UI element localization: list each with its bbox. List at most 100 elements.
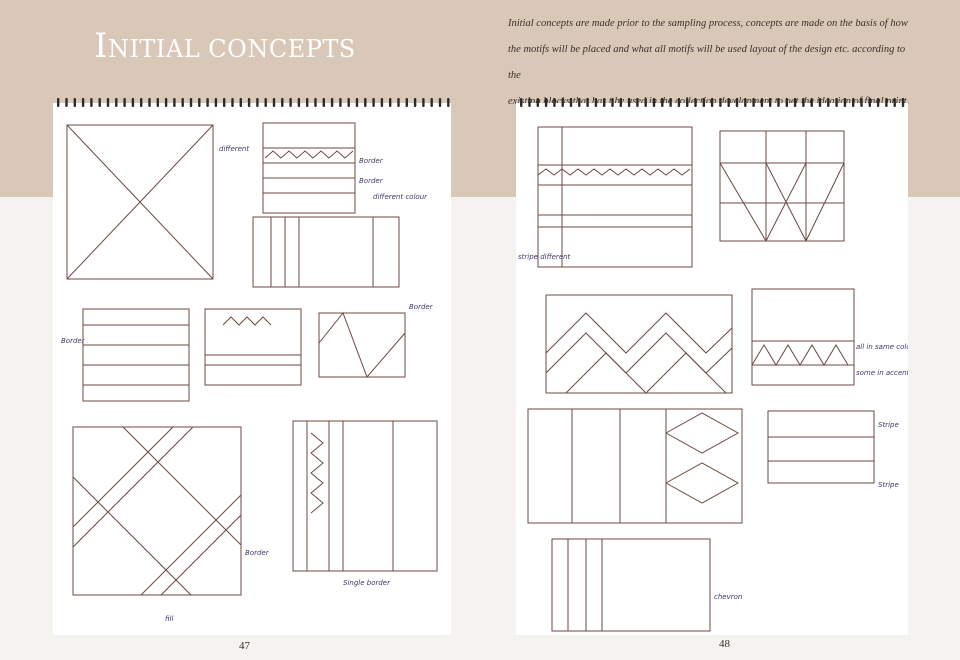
spiral-loop (661, 98, 664, 107)
page-title: INITIAL CONCEPTS (94, 26, 356, 66)
spiral-loop (347, 98, 350, 107)
spiral-loop (619, 98, 622, 107)
spiral-loop (173, 98, 176, 107)
spiral-loop (214, 98, 218, 107)
note-border-c: Border (245, 549, 270, 557)
spiral-loop (289, 98, 292, 107)
spiral-loop (702, 98, 705, 107)
spiral-loop (148, 98, 151, 107)
spiral-loop (90, 98, 93, 107)
spiral-loop (669, 98, 672, 107)
spiral-loop (131, 98, 135, 107)
spiral-loop (735, 98, 739, 107)
note-stripe: Stripe (878, 421, 899, 429)
spiral-loop (57, 98, 60, 107)
spiral-loop (239, 98, 242, 107)
spiral-loop (314, 98, 317, 107)
spiral-loop (727, 98, 730, 107)
sketch-sheet-left: different Border Border different colour… (53, 98, 451, 635)
spiral-loop (164, 98, 168, 107)
spiral-loop (644, 98, 647, 107)
spiral-loop (561, 98, 564, 107)
title-initial: I (94, 26, 108, 66)
spiral-loop (578, 98, 581, 107)
spiral-loop (430, 98, 433, 107)
spiral-loop (198, 98, 201, 107)
page-number-left: 47 (239, 640, 250, 652)
spiral-loop (206, 98, 209, 107)
intro-paragraph: Initial concepts are made prior to the s… (508, 11, 918, 115)
spiral-loop (586, 98, 589, 107)
spiral-loop (569, 98, 573, 107)
spiral-binding-left (57, 98, 450, 107)
spiral-loop (802, 98, 805, 107)
title-rest: NITIAL CONCEPTS (107, 35, 356, 63)
spiral-loop (389, 98, 392, 107)
spiral-loop (281, 98, 284, 107)
spiral-loop (115, 98, 118, 107)
spiral-loop (843, 98, 847, 107)
spiral-loop (744, 98, 747, 107)
spiral-loop (553, 98, 556, 107)
spiral-loop (520, 98, 523, 107)
spiral-loop (818, 98, 822, 107)
spiral-loop (686, 98, 689, 107)
spiral-loop (528, 98, 531, 107)
note-border-b: Border (409, 303, 434, 311)
note-border-2: Border (359, 177, 384, 185)
note-fill: fill (165, 615, 173, 623)
spiral-loop (785, 98, 788, 107)
spiral-loop (710, 98, 714, 107)
spiral-loop (247, 98, 251, 107)
spiral-loop (636, 98, 639, 107)
spiral-loop (852, 98, 855, 107)
spiral-loop (447, 98, 450, 107)
spiral-loop (901, 98, 905, 107)
spiral-loop (106, 98, 110, 107)
spiral-loop (256, 98, 259, 107)
spiral-loop (810, 98, 813, 107)
note-chevron: chevron (714, 593, 742, 601)
spiral-loop (536, 98, 539, 107)
sketch-drawings-left: different Border Border different colour… (61, 122, 438, 623)
intro-line-2: the motifs will be placed and what all m… (508, 44, 906, 81)
spiral-loop (868, 98, 871, 107)
spiral-loop (231, 98, 234, 107)
spiral-loop (827, 98, 830, 107)
spiral-loop (322, 98, 325, 107)
spiral-loop (893, 98, 896, 107)
spiral-loop (611, 98, 614, 107)
spiral-loop (652, 98, 656, 107)
spiral-loop (752, 98, 755, 107)
intro-line-1: Initial concepts are made prior to the s… (508, 18, 908, 29)
note-different-colour: different colour (373, 193, 428, 201)
spiral-loop (885, 98, 888, 107)
spiral-loop (876, 98, 880, 107)
note-border: Border (359, 157, 384, 165)
spiral-loop (544, 98, 548, 107)
spiral-loop (339, 98, 342, 107)
page-number-right: 48 (719, 638, 730, 650)
spiral-loop (438, 98, 442, 107)
sketch-sheet-right: stripe different all in same colour some… (516, 98, 919, 635)
spiral-loop (860, 98, 863, 107)
sketch-drawings-right: stripe different all in same colour some… (518, 126, 919, 632)
spiral-loop (272, 98, 276, 107)
spiral-loop (223, 98, 226, 107)
note-stripe-different: stripe different (518, 253, 571, 261)
spiral-loop (397, 98, 400, 107)
spiral-loop (181, 98, 184, 107)
spiral-loop (694, 98, 697, 107)
spiral-loop (769, 98, 772, 107)
spiral-loop (297, 98, 301, 107)
spiral-loop (413, 98, 417, 107)
spiral-loop (380, 98, 384, 107)
spiral-loop (603, 98, 606, 107)
intro-line-3: existing blocks that has t be used in th… (508, 96, 910, 107)
spiral-loop (627, 98, 631, 107)
spiral-loop (594, 98, 598, 107)
spiral-loop (81, 98, 85, 107)
spiral-loop (156, 98, 159, 107)
spiral-loop (123, 98, 126, 107)
spiral-binding-right (520, 98, 905, 107)
